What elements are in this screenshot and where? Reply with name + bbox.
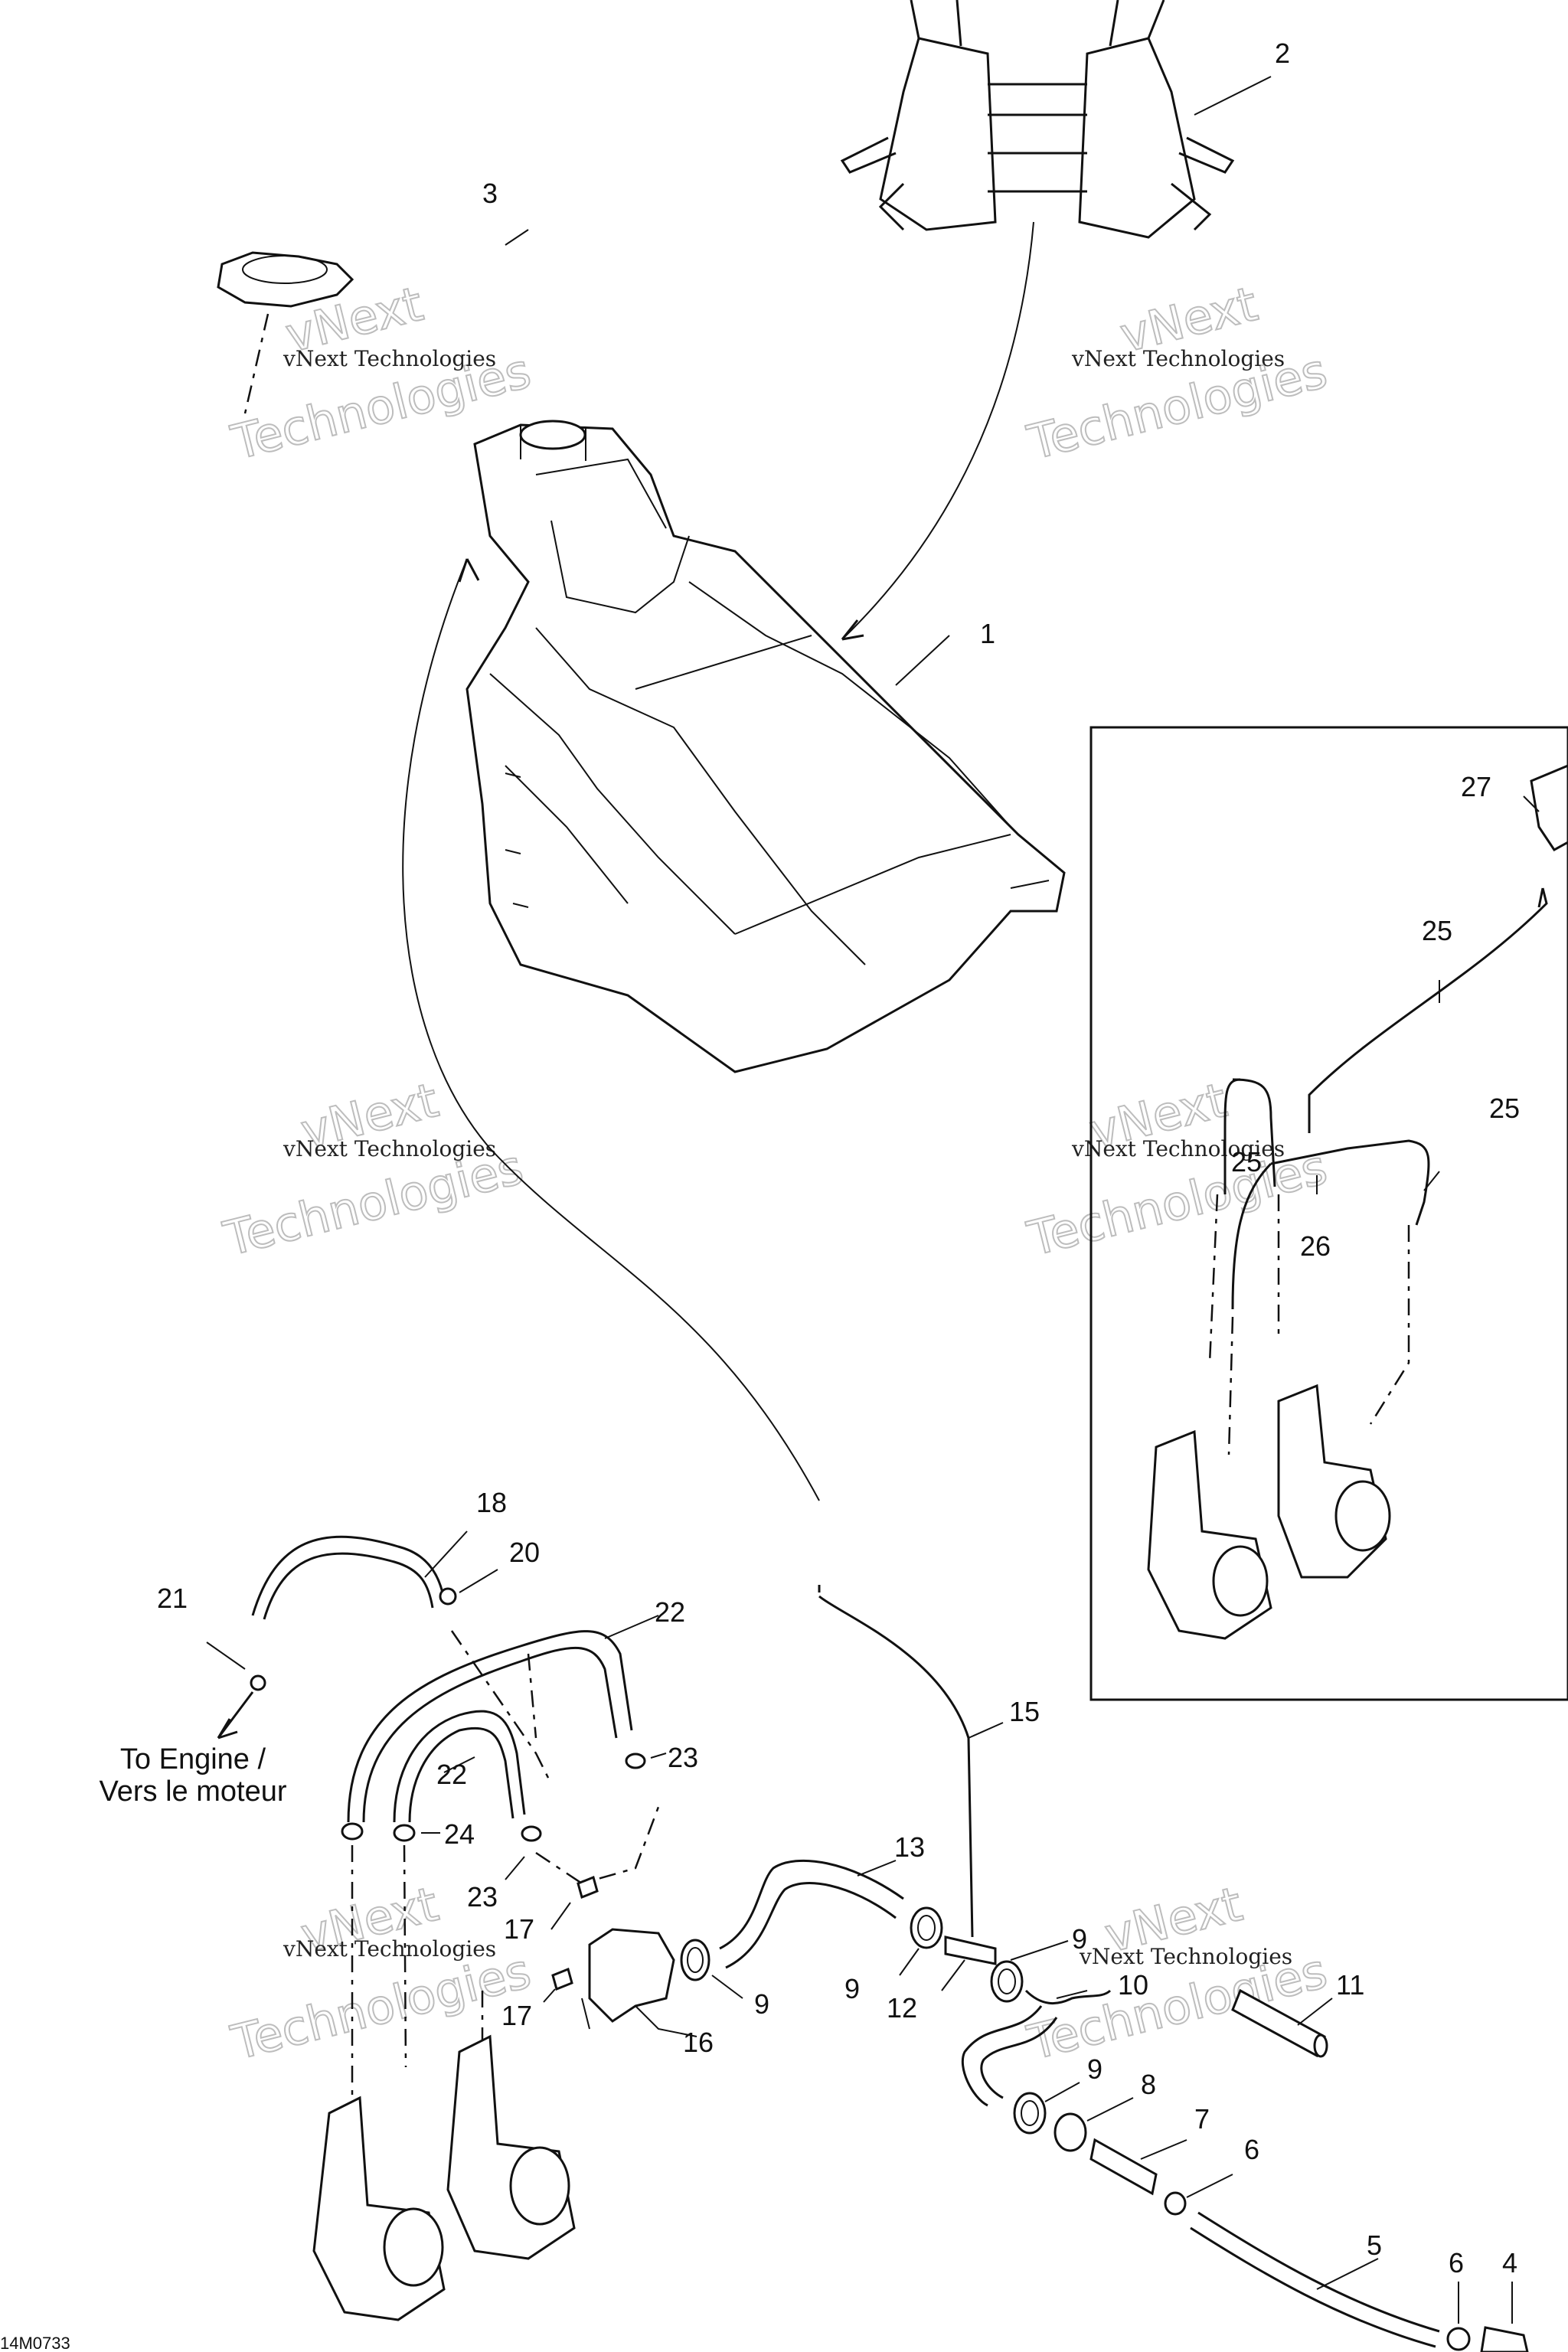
- callout-9: 9: [1072, 1923, 1087, 1955]
- callout-23: 23: [467, 1881, 498, 1913]
- callout-15: 15: [1009, 1696, 1040, 1727]
- left-hoses: [206, 1530, 667, 2321]
- callout-9: 9: [844, 1973, 860, 2004]
- watermark-2: vNext Technologies vNext Technologies: [1021, 275, 1333, 472]
- callout-1: 1: [980, 618, 995, 649]
- svg-text:vNext Technologies: vNext Technologies: [1071, 1136, 1285, 1161]
- engine-note-line1: To Engine /: [120, 1743, 266, 1775]
- callout-20: 20: [509, 1537, 540, 1568]
- callout-25: 25: [1489, 1093, 1520, 1124]
- callout-6: 6: [1449, 2247, 1464, 2278]
- callout-11: 11: [1336, 1969, 1364, 2001]
- callout-10: 10: [1118, 1969, 1148, 2001]
- svg-text:vNext Technologies: vNext Technologies: [1079, 1944, 1292, 1969]
- watermark-6: vNext Technologies vNext Technologies: [1021, 1875, 1333, 2072]
- engine-note-line2: Vers le moteur: [100, 1775, 287, 1808]
- watermark-small: vNext Technologies: [283, 346, 496, 371]
- engine-note: To Engine / Vers le moteur: [100, 1743, 287, 1808]
- callout-21: 21: [157, 1583, 188, 1614]
- svg-text:vNext Technologies: vNext Technologies: [283, 1136, 496, 1161]
- callout-25: 25: [1231, 1146, 1262, 1178]
- callout-26: 26: [1300, 1230, 1331, 1262]
- callout-4: 4: [1502, 2247, 1517, 2278]
- callout-9: 9: [754, 1988, 769, 2020]
- inset-panel: [1089, 726, 1568, 1701]
- part-2-bracket: [840, 0, 1272, 239]
- watermark-3: vNext Technologies vNext Technologies: [217, 1071, 529, 1268]
- callout-18: 18: [476, 1487, 507, 1518]
- callout-5: 5: [1367, 2230, 1382, 2261]
- part-1-fuel-tank: [466, 420, 1066, 1073]
- assembly-arrows: [402, 221, 1034, 1501]
- callout-24: 24: [444, 1818, 475, 1850]
- callout-22: 22: [655, 1596, 685, 1628]
- leader-1: [895, 635, 950, 686]
- svg-text:vNext Technologies: vNext Technologies: [1071, 346, 1285, 371]
- callout-8: 8: [1141, 2069, 1156, 2100]
- svg-text:vNext Technologies: vNext Technologies: [283, 1936, 496, 1962]
- callout-6: 6: [1244, 2134, 1259, 2165]
- callout-22: 22: [436, 1759, 467, 1790]
- callout-23: 23: [668, 1742, 698, 1773]
- callout-7: 7: [1194, 2103, 1210, 2135]
- callout-27: 27: [1461, 771, 1491, 802]
- callout-3: 3: [482, 178, 498, 209]
- callout-17: 17: [501, 2000, 532, 2031]
- callout-labels: 1 2 3 4 5 6 6 7 8 9 9 9 9 10 11 12 13 15…: [157, 38, 1520, 2278]
- center-hoses: [719, 1585, 1529, 2352]
- callout-25: 25: [1422, 915, 1452, 946]
- watermark-4: vNext Technologies vNext Technologies: [1021, 1071, 1333, 1268]
- callout-12: 12: [887, 1992, 917, 2024]
- drawing-code: 14M0733: [0, 2334, 70, 2352]
- callout-2: 2: [1275, 38, 1290, 69]
- callout-9: 9: [1087, 2053, 1102, 2085]
- callout-16: 16: [683, 2027, 714, 2058]
- part-16-valve: [581, 1928, 743, 2037]
- callout-17: 17: [504, 1913, 534, 1945]
- part-3-fuel-cap: [217, 229, 529, 537]
- callout-13: 13: [894, 1831, 925, 1863]
